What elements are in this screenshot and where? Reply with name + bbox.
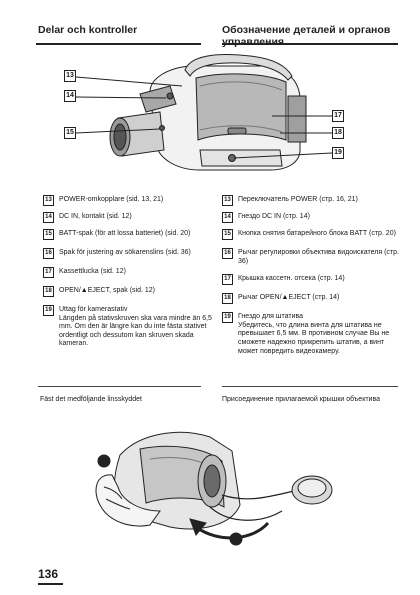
page-number-rule — [38, 583, 63, 585]
item-text: Гнездо DC IN (стр. 14) — [238, 213, 310, 220]
list-item: 16 Рычаг регулировки объектива видоискат… — [222, 248, 400, 266]
item-number: 15 — [43, 229, 54, 240]
item-number: 16 — [222, 248, 233, 259]
item-number: 16 — [43, 248, 54, 259]
section-divider-left — [38, 386, 201, 387]
item-number: 14 — [43, 212, 54, 223]
item-text: BATT-spak (för att lossa batteriet) (sid… — [59, 230, 191, 237]
item-text: Кнопка снятия батарейного блока BATT (ст… — [238, 230, 396, 237]
item-heading: Гнездо для штатива — [238, 313, 304, 321]
item-number: 13 — [222, 195, 233, 206]
list-item: 19 Гнездо для штатива Убедитесь, что дли… — [222, 312, 400, 356]
header-rule-right — [222, 43, 398, 45]
callout-14: 14 — [64, 90, 76, 102]
list-item: 13 Переключатель POWER (стр. 16, 21) — [222, 195, 400, 206]
item-detail: Убедитесь, что длина винта для штатива н… — [238, 321, 390, 355]
list-item: 16 Spak för justering av sökarenslins (s… — [43, 248, 221, 259]
list-item: 18 OPEN/▲EJECT, spak (sid. 12) — [43, 286, 221, 297]
item-number: 14 — [222, 212, 233, 223]
item-text: POWER-omkopplare (sid. 13, 21) — [59, 196, 164, 203]
list-item: 13 POWER-omkopplare (sid. 13, 21) — [43, 195, 221, 206]
item-text: Spak för justering av sökarenslins (sid.… — [59, 249, 191, 256]
item-number: 19 — [43, 305, 54, 316]
item-text: Гнездо для штатива Убедитесь, что длина … — [238, 313, 400, 356]
callout-13: 13 — [64, 70, 76, 82]
parts-list-swedish: 13 POWER-omkopplare (sid. 13, 21) 14 DC … — [43, 195, 221, 356]
item-text: Рычаг OPEN/▲EJECT (стр. 14) — [238, 294, 340, 302]
lens-cap-note-swedish: Fäst det medföljande linsskyddet — [40, 396, 142, 403]
item-number: 19 — [222, 312, 233, 324]
header-rule-left — [36, 43, 201, 45]
list-item: 18 Рычаг OPEN/▲EJECT (стр. 14) — [222, 293, 400, 305]
callout-18: 18 — [332, 127, 344, 139]
list-item: 15 Кнопка снятия батарейного блока BATT … — [222, 229, 400, 240]
item-text: Переключатель POWER (стр. 16, 21) — [238, 196, 358, 203]
list-item: 17 Крышка кассетн. отсека (стр. 14) — [222, 274, 400, 286]
section-title-russian: Обозначение деталей и органов управления — [222, 24, 391, 48]
item-text: Крышка кассетн. отсека (стр. 14) — [238, 275, 345, 283]
item-text: Uttag för kamerastativ Längden på stativ… — [59, 306, 221, 349]
page-number: 136 — [38, 567, 59, 581]
lens-cap-illustration — [95, 431, 333, 546]
list-item: 17 Kassettlucka (sid. 12) — [43, 267, 221, 278]
callout-15: 15 — [64, 127, 76, 139]
section-title-swedish: Delar och kontroller — [38, 24, 138, 36]
item-text: DC IN, kontakt (sid. 12) — [59, 213, 132, 220]
item-number: 18 — [43, 286, 54, 297]
item-text: Kassettlucka (sid. 12) — [59, 268, 126, 275]
section-divider-right — [222, 386, 398, 387]
list-item: 14 Гнездо DC IN (стр. 14) — [222, 212, 400, 223]
list-item: 19 Uttag för kamerastativ Längden på sta… — [43, 305, 221, 349]
callout-17: 17 — [332, 110, 344, 122]
list-item: 15 BATT-spak (för att lossa batteriet) (… — [43, 229, 221, 240]
item-number: 15 — [222, 229, 233, 240]
item-number: 18 — [222, 293, 233, 305]
item-number: 17 — [43, 267, 54, 278]
item-text: Рычаг регулировки объектива видоискателя… — [238, 249, 399, 265]
list-item: 14 DC IN, kontakt (sid. 12) — [43, 212, 221, 223]
item-text: OPEN/▲EJECT, spak (sid. 12) — [59, 287, 156, 294]
camcorder-side-illustration — [75, 54, 333, 171]
lens-cap-note-russian: Присоединение прилагаемой крышки объекти… — [222, 396, 380, 403]
item-number: 13 — [43, 195, 54, 206]
item-detail: Längden på stativskruven ska vara mindre… — [59, 314, 212, 348]
callout-19: 19 — [332, 147, 344, 159]
item-heading: Uttag för kamerastativ — [59, 306, 128, 313]
item-number: 17 — [222, 274, 233, 286]
parts-list-russian: 13 Переключатель POWER (стр. 16, 21) 14 … — [222, 195, 400, 363]
